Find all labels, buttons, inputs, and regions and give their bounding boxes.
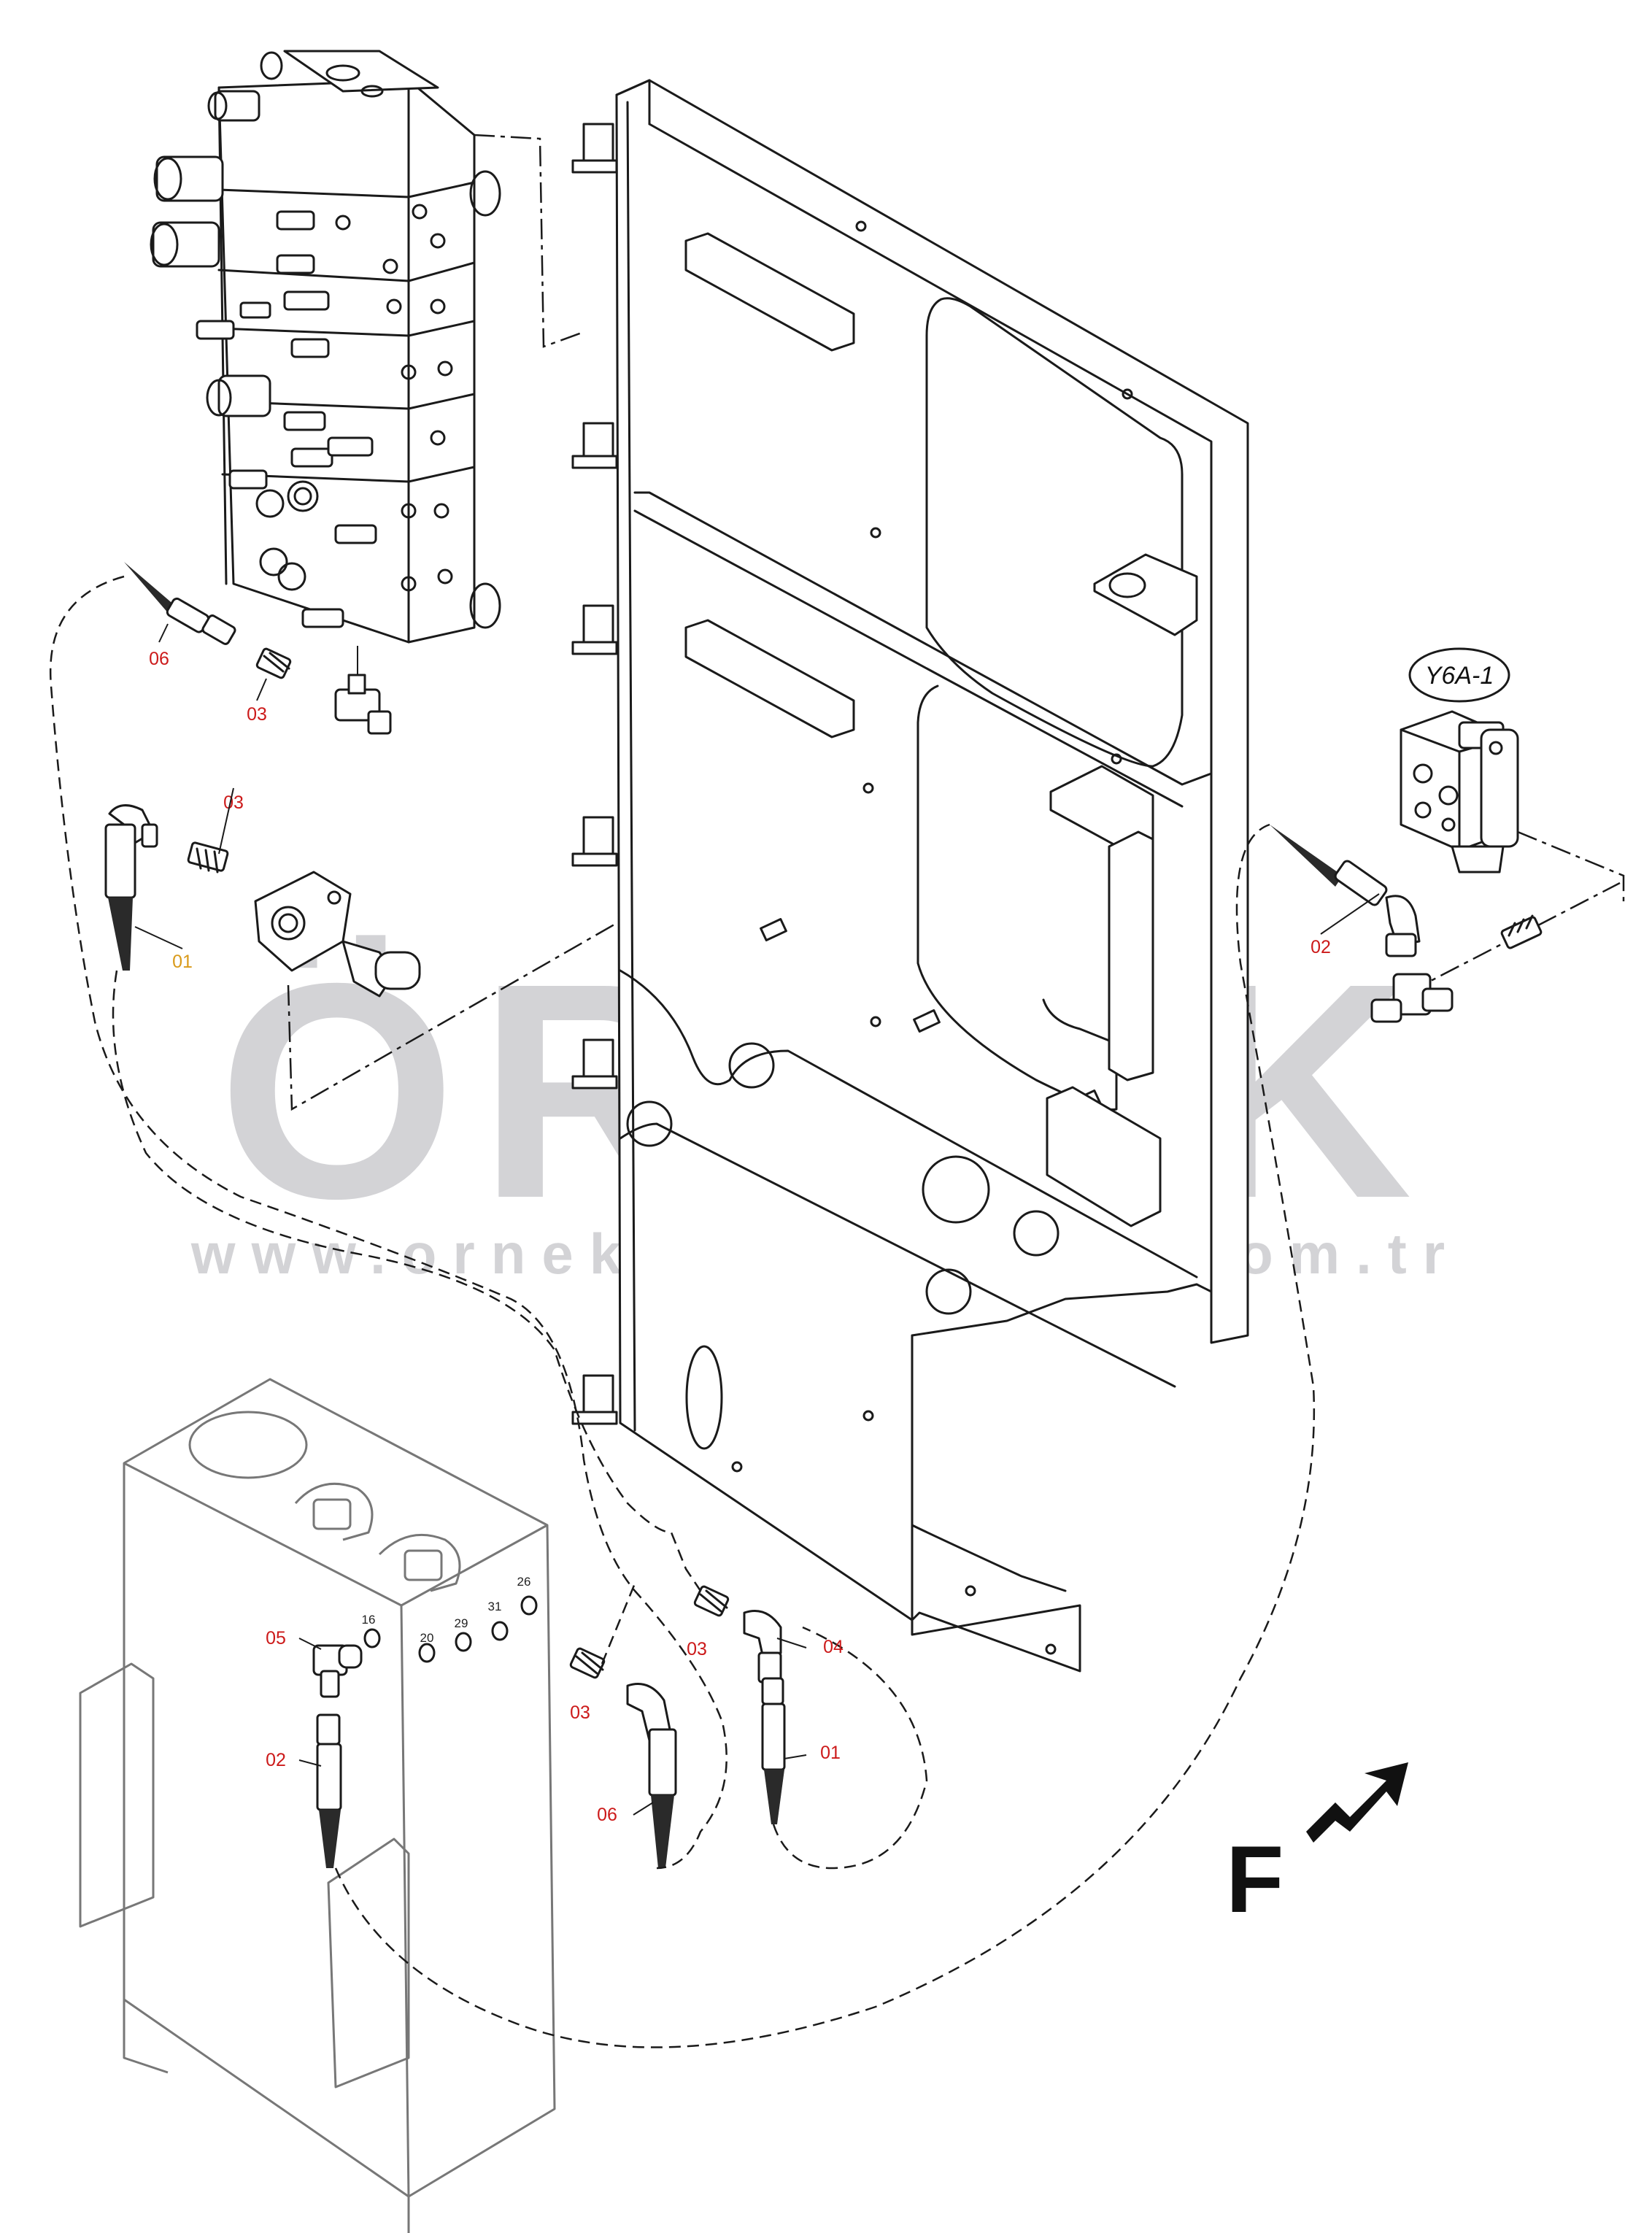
ref-right-hose: 02: [1311, 937, 1331, 957]
ref-tank-tee: 05: [266, 1628, 286, 1648]
hose-braid-icon: [651, 1795, 674, 1868]
callout-ellipse: [1408, 647, 1510, 703]
ref-top-hose: 06: [149, 649, 169, 669]
port-number-16: 16: [362, 1613, 376, 1627]
ref-tank-hose: 02: [266, 1750, 286, 1770]
bracket-bar-lower: [684, 619, 855, 738]
direction-letter: F: [1226, 1826, 1284, 1932]
ref-left-adapter: 03: [223, 792, 244, 813]
hydraulic-tank: 16 20 29 31 26: [79, 1378, 556, 2233]
ref-tank-adapter-a: 03: [570, 1702, 590, 1723]
hose-routing: [49, 575, 1316, 2048]
hose-braid-icon: [108, 898, 133, 971]
solenoid-valves: [150, 90, 271, 417]
ref-tank-adapter-b: 03: [687, 1639, 707, 1659]
frame-holes: [731, 220, 1133, 1655]
bracket-bar-upper: [684, 232, 855, 352]
port-number-20: 20: [420, 1631, 434, 1645]
hose-group-upper-left: [104, 562, 421, 998]
valve-ports: [255, 204, 453, 592]
alignment-line-top: [474, 134, 584, 348]
port-number-26: 26: [517, 1575, 531, 1589]
ref-left-hose: 01: [172, 952, 193, 972]
tank-fittings: [312, 1585, 786, 1868]
hose-group-right: [1270, 825, 1543, 1023]
front-direction-indicator: F: [1226, 1762, 1408, 1932]
hose-braid-icon: [319, 1810, 341, 1868]
ref-tank-hose-b: 06: [597, 1805, 617, 1825]
direction-arrow-icon: [1306, 1762, 1408, 1843]
ref-tank-hose-c: 01: [820, 1743, 841, 1763]
control-valve-block: [150, 50, 501, 644]
ref-tank-elbow: 04: [823, 1637, 844, 1657]
ref-top-adapter: 03: [247, 704, 267, 725]
main-frame-panel: [571, 79, 1249, 1673]
solenoid-y6a-1: Y6A-1: [1400, 647, 1519, 873]
port-number-29: 29: [455, 1616, 468, 1630]
tank-ports: [363, 1595, 538, 1663]
mounting-tabs: [571, 123, 618, 1425]
hose-braid-icon: [124, 562, 175, 614]
alignment-line-mid: [287, 633, 1121, 1111]
hose-braid-icon: [1270, 825, 1343, 887]
valve-fittings: [196, 210, 377, 628]
part-reference-labels: 06 03 03 01 02 05 02 03 06 03 04 01: [134, 623, 1380, 1825]
callout-label: Y6A-1: [1425, 662, 1494, 690]
port-number-31: 31: [488, 1600, 502, 1613]
alignment-line-right: [1517, 830, 1625, 905]
hose-braid-icon: [764, 1770, 784, 1824]
